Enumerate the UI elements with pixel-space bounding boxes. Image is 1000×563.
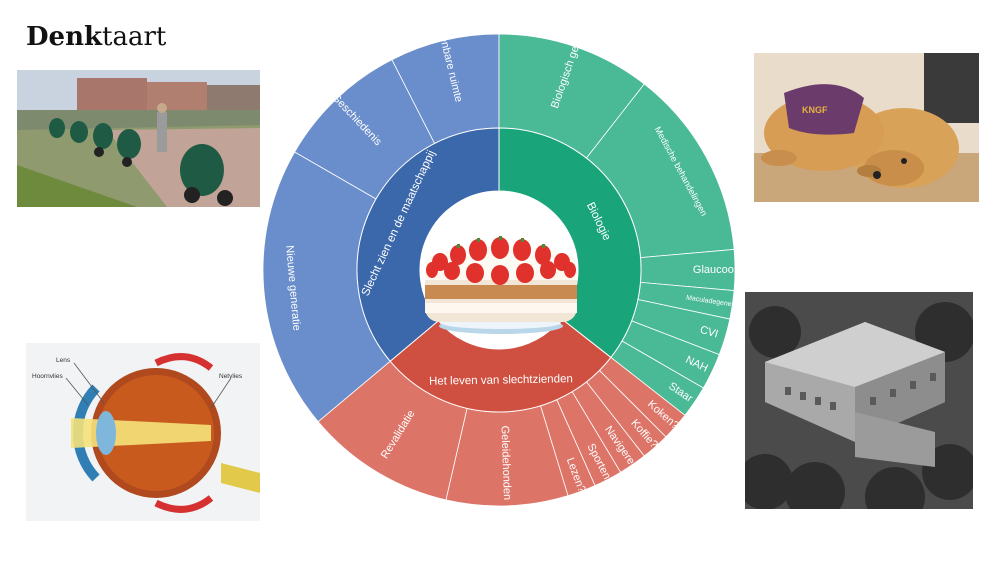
outer-segment-label: Glaucoom [693,264,743,276]
inner-segment-label: Het leven van slechtzienden [429,373,573,388]
center-cake-image [420,191,578,349]
